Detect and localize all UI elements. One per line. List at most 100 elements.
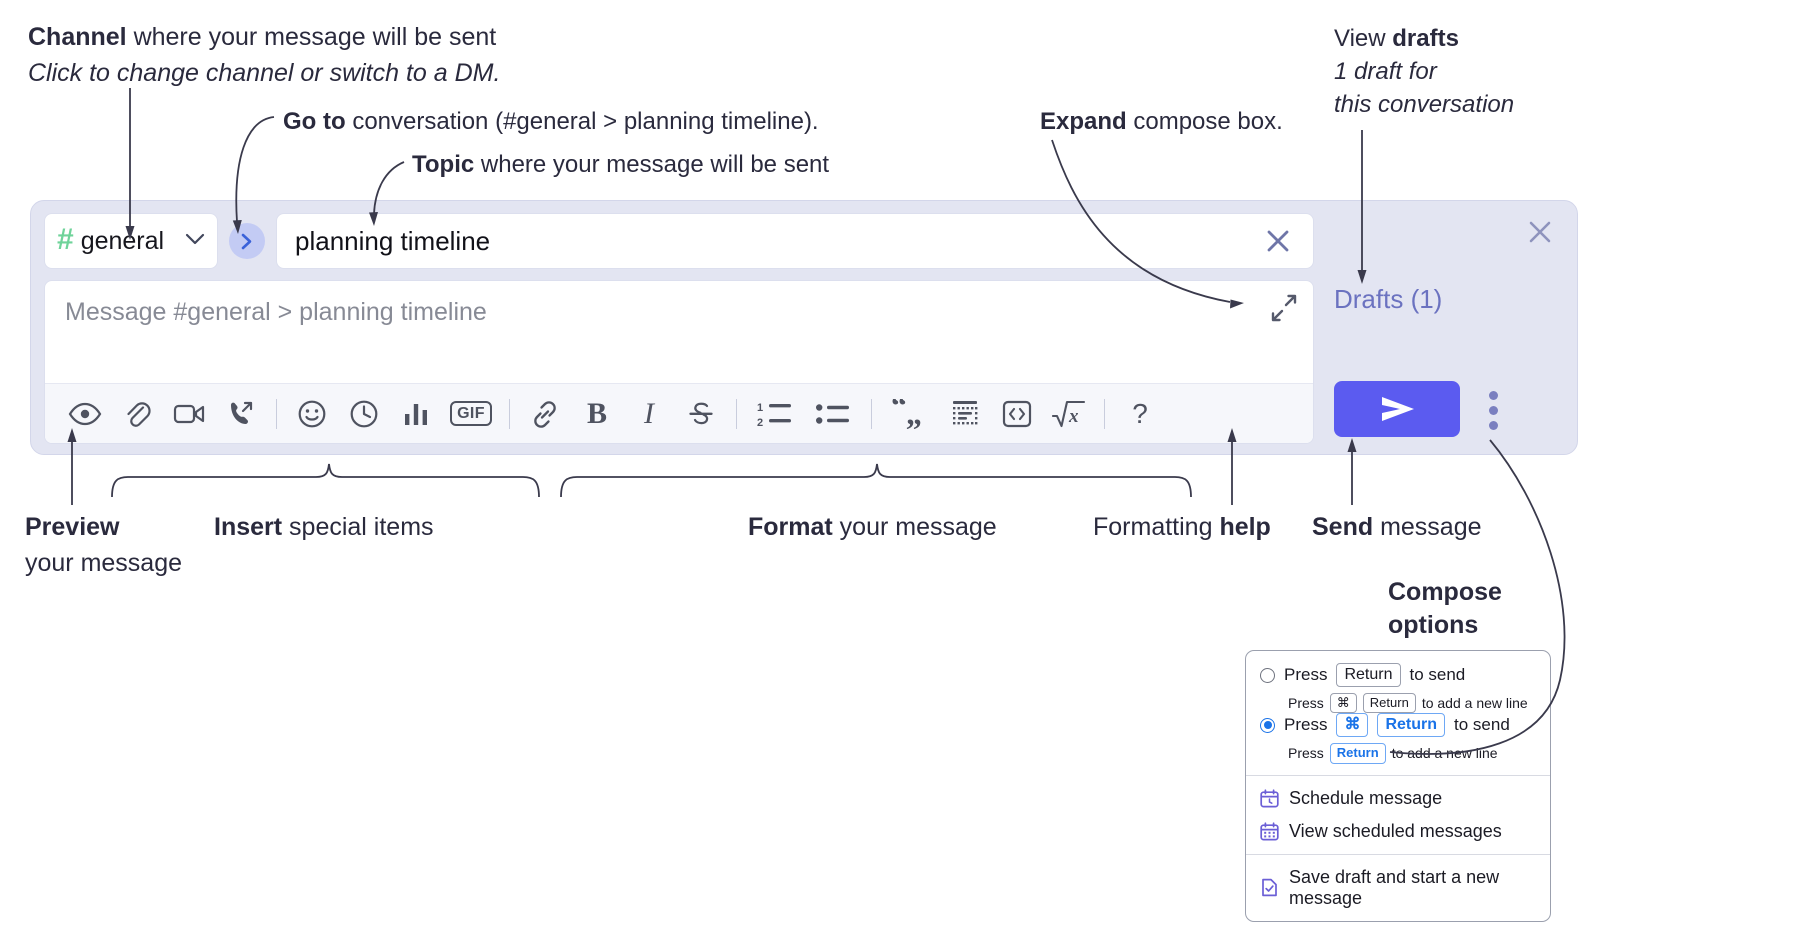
gif-label: GIF [450,400,492,427]
option1-hint: Press ⌘ Return to add a new line [1288,693,1536,714]
chevron-right-icon [241,233,252,249]
annotation-expand-rest: compose box. [1126,108,1283,135]
compose-side-panel: Drafts (1) [1312,201,1577,454]
message-editor[interactable]: Message #general > planning timeline [44,280,1314,444]
toolbar-separator [1104,398,1105,429]
annotation-channel: Channel where your message will be sent … [28,22,648,89]
key-return: Return [1336,663,1401,687]
annotation-format-bold: Format [748,513,833,541]
toolbar-separator [276,398,277,429]
bulleted-list-icon[interactable] [804,392,862,436]
menu-item-save-draft[interactable]: Save draft and start a new message [1246,861,1550,915]
option2-pre: Press [1284,715,1328,735]
annotation-compose-options-bold1: Compose [1388,578,1502,606]
topic-value: planning timeline [295,225,491,256]
option2-post: to send [1454,715,1510,735]
annotation-drafts-pre: View [1334,25,1393,52]
annotation-preview-bold: Preview [25,513,120,541]
poll-icon[interactable] [390,392,442,436]
inline-code-icon[interactable] [991,392,1043,436]
topic-input[interactable]: planning timeline [276,213,1314,269]
annotation-send-rest: message [1373,513,1482,541]
kebab-dot [1489,391,1498,400]
annotation-preview-rest: your message [25,548,183,577]
svg-text:1: 1 [757,402,763,414]
channel-name-label: general [80,226,165,255]
svg-text:“: “ [891,399,907,423]
compose-main-column: # general planning timeline [31,201,1314,444]
svg-text:x: x [1068,406,1079,427]
annotation-send: Send message [1312,512,1612,544]
key-return: Return [1362,693,1416,714]
go-to-conversation-button[interactable] [229,223,265,259]
annotation-channel-italic: Click to change channel or switch to a D… [28,58,501,87]
option2-hint: Press Return to add a new line [1288,743,1536,764]
strikethrough-icon[interactable] [675,392,727,436]
option-return-to-send[interactable]: Press Return to send [1260,663,1536,687]
annotation-help-bold: help [1219,513,1271,541]
kebab-dot [1489,421,1498,430]
menu-item-view-scheduled-messages[interactable]: View scheduled messages [1246,815,1550,848]
toolbar-separator [871,398,872,429]
hash-icon: # [57,223,74,256]
close-icon[interactable] [1263,226,1297,256]
italic-label: I [644,396,654,430]
annotation-drafts-bold: drafts [1392,25,1459,52]
code-block-icon[interactable] [939,392,991,436]
annotation-drafts: View drafts 1 draft for this conversatio… [1334,24,1814,121]
annotation-topic-bold: Topic [412,151,475,178]
annotation-topic-rest: where your message will be sent [474,151,830,178]
latex-icon[interactable]: x [1043,392,1095,436]
menu-item-label: Save draft and start a new message [1289,866,1500,908]
radio-unselected-icon[interactable] [1260,667,1275,683]
compose-options-button[interactable] [1489,391,1498,430]
svg-text:2: 2 [757,417,763,428]
annotation-insert-bold: Insert [214,513,283,541]
message-input-area[interactable]: Message #general > planning timeline [45,281,1313,383]
annotation-help: Formatting help [1093,512,1423,544]
menu-item-schedule-message[interactable]: Schedule message [1246,782,1550,815]
attachment-icon[interactable] [111,392,163,436]
video-clip-icon[interactable] [163,392,215,436]
drafts-link[interactable]: Drafts (1) [1334,284,1443,314]
key-command: ⌘ [1329,693,1357,714]
option2-sub-post: to add a new line [1391,745,1498,762]
preview-icon[interactable] [59,392,111,436]
bold-label: B [586,396,607,430]
send-button[interactable] [1334,381,1460,437]
ordered-list-icon[interactable]: 1 2 [746,392,804,436]
emoji-icon[interactable] [286,392,338,436]
channel-selector[interactable]: # general [44,213,218,269]
expand-icon[interactable] [1269,293,1299,328]
audio-clip-icon[interactable] [215,392,267,436]
formatting-toolbar: GIF B I [45,383,1313,443]
toolbar-separator [736,398,737,429]
help-icon[interactable]: ? [1114,392,1166,436]
clock-icon[interactable] [338,392,390,436]
key-return: Return [1377,713,1446,738]
option1-post: to send [1409,665,1466,684]
option2-sub-pre: Press [1288,745,1324,762]
menu-item-label: Schedule message [1289,787,1443,808]
annotation-goto-rest: conversation (#general > planning timeli… [345,108,819,135]
gif-icon[interactable]: GIF [442,392,500,436]
option1-sub-pre: Press [1288,695,1324,712]
italic-icon[interactable]: I [623,392,675,436]
blockquote-icon[interactable]: “ „ [881,392,939,436]
annotation-drafts-italic1: 1 draft for [1334,58,1437,86]
option-cmd-return-to-send[interactable]: Press ⌘ Return to send [1260,713,1536,738]
calendar-clock-icon [1260,788,1279,808]
annotation-format-rest: your message [832,513,997,541]
radio-selected-icon[interactable] [1260,717,1275,733]
help-label: ? [1132,397,1148,429]
kebab-dot [1489,406,1498,415]
close-icon[interactable] [1525,217,1555,252]
annotation-insert-rest: special items [282,513,434,541]
link-icon[interactable] [519,392,571,436]
svg-text:„: „ [906,399,922,429]
compose-options-menu: Press Return to send Press ⌘ Return to a… [1245,650,1551,922]
bold-icon[interactable]: B [571,392,623,436]
annotation-goto: Go to conversation (#general > planning … [283,107,923,137]
option1-pre: Press [1284,665,1328,684]
